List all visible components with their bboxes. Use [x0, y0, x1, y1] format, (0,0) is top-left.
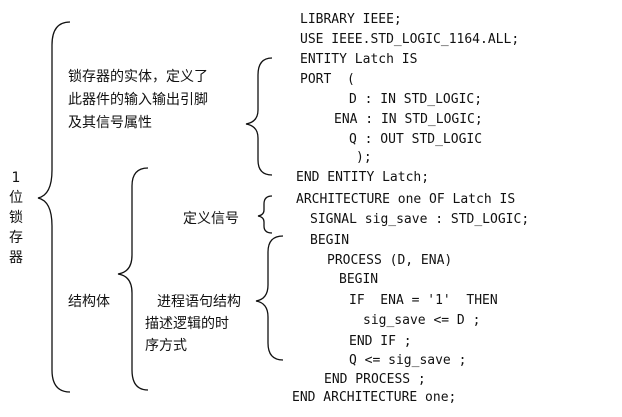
code-line: PORT (	[300, 72, 355, 87]
code-line: LIBRARY IEEE;	[300, 12, 402, 27]
code-line: PROCESS (D, ENA)	[327, 253, 453, 268]
title-char: 锁	[9, 210, 23, 226]
title-char: 位	[9, 190, 23, 206]
code-line: ENTITY Latch IS	[300, 52, 418, 67]
code-line: END ARCHITECTURE one;	[292, 390, 457, 405]
code-line: Q <= sig_save ;	[349, 353, 467, 368]
architecture-brace	[117, 167, 149, 391]
entity-desc-line-3: 及其信号属性	[68, 115, 152, 131]
outer-brace	[37, 21, 71, 393]
code-line: END ENTITY Latch;	[296, 170, 430, 185]
signal-def-label: 定义信号	[183, 211, 239, 227]
process-desc-line-2: 描述逻辑的时	[145, 316, 229, 332]
code-line: Q : OUT STD_LOGIC	[349, 132, 483, 147]
entity-brace	[245, 57, 273, 176]
code-line: D : IN STD_LOGIC;	[349, 92, 483, 107]
code-line: ARCHITECTURE one OF Latch IS	[296, 192, 516, 207]
code-line: BEGIN	[310, 233, 350, 248]
code-line: USE IEEE.STD_LOGIC_1164.ALL;	[300, 32, 520, 47]
code-line: END PROCESS ;	[324, 372, 426, 387]
entity-desc-line-2: 此器件的输入输出引脚	[68, 92, 208, 108]
code-line: ENA : IN STD_LOGIC;	[334, 112, 483, 127]
process-desc-line-1: 进程语句结构	[157, 294, 241, 310]
code-line: sig_save <= D ;	[363, 313, 481, 328]
code-line: );	[356, 150, 372, 165]
entity-desc-line-1: 锁存器的实体，定义了	[68, 69, 208, 85]
signal-brace	[257, 195, 273, 234]
title-char: 1	[11, 170, 21, 186]
code-line: END IF ;	[349, 334, 412, 349]
title-vertical: 1 位 锁 存 器	[8, 168, 24, 268]
process-desc-line-3: 序方式	[145, 338, 187, 354]
code-line: SIGNAL sig_save : STD_LOGIC;	[310, 212, 530, 227]
title-char: 存	[9, 230, 23, 246]
structure-body-label: 结构体	[68, 294, 110, 310]
process-brace	[255, 235, 284, 361]
code-line: BEGIN	[339, 272, 379, 287]
title-char: 器	[9, 250, 23, 266]
code-line: IF ENA = '1' THEN	[349, 293, 498, 308]
